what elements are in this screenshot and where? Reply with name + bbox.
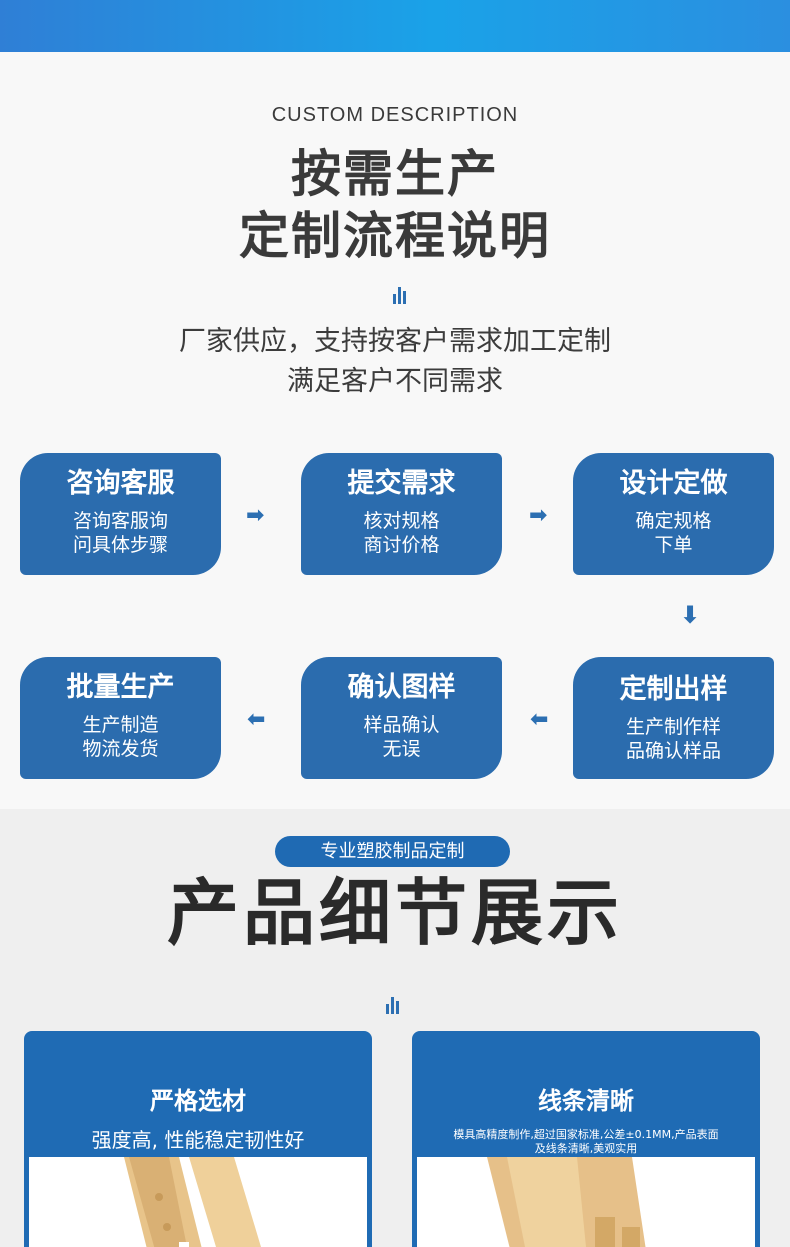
product-photo xyxy=(29,1157,367,1247)
page-title: 按需生产 定制流程说明 xyxy=(0,143,790,267)
top-banner xyxy=(0,0,790,52)
arrow-left-icon: ⬅ xyxy=(530,707,549,732)
arrow-right-icon: ➡ xyxy=(246,503,265,528)
panel-desc: 强度高, 性能稳定韧性好 xyxy=(91,1128,305,1152)
arrow-left-icon: ⬅ xyxy=(247,707,266,732)
title-line-2: 定制流程说明 xyxy=(239,207,551,265)
step-desc-2: 物流发货 xyxy=(82,738,159,760)
step-title: 咨询客服 xyxy=(66,468,175,499)
detail-panel-lines: 线条清晰 模具高精度制作,超过国家标准,公差±0.1MM,产品表面及线条清晰,美… xyxy=(412,1031,760,1247)
intro-line-1: 厂家供应，支持按客户需求加工定制 xyxy=(179,326,611,357)
panel-title: 线条清晰 xyxy=(538,1087,634,1115)
step-desc-1: 生产制造 xyxy=(82,714,159,736)
step-card-design: 设计定做 确定规格 下单 xyxy=(573,453,774,575)
intro-text: 厂家供应，支持按客户需求加工定制 满足客户不同需求 xyxy=(0,322,790,402)
product-photo xyxy=(417,1157,755,1247)
arrow-right-icon: ➡ xyxy=(529,503,548,528)
step-title: 定制出样 xyxy=(619,674,728,705)
step-desc-1: 样品确认 xyxy=(363,714,440,736)
step-desc-2: 问具体步骤 xyxy=(72,534,168,556)
details-title: 产品细节展示 xyxy=(166,871,623,955)
step-card-consult: 咨询客服 咨询客服询 问具体步骤 xyxy=(20,453,221,575)
step-desc-1: 确定规格 xyxy=(635,510,712,532)
step-title: 确认图样 xyxy=(347,672,456,703)
step-card-sample: 定制出样 生产制作样 品确认样品 xyxy=(573,657,774,779)
step-title: 提交需求 xyxy=(347,468,456,499)
step-desc-2: 下单 xyxy=(654,534,693,556)
title-line-1: 按需生产 xyxy=(291,145,499,203)
step-desc-2: 商讨价格 xyxy=(363,534,440,556)
intro-line-2: 满足客户不同需求 xyxy=(287,366,503,397)
step-title: 批量生产 xyxy=(66,672,175,703)
step-desc-2: 品确认样品 xyxy=(625,740,721,762)
bar-chart-icon xyxy=(393,286,411,304)
step-card-submit: 提交需求 核对规格 商讨价格 xyxy=(301,453,502,575)
category-badge: 专业塑胶制品定制 xyxy=(275,836,510,867)
arrow-down-icon: ⬇ xyxy=(680,601,701,629)
step-card-confirm: 确认图样 样品确认 无误 xyxy=(301,657,502,779)
detail-panel-material: 严格选材 强度高, 性能稳定韧性好 xyxy=(24,1031,372,1247)
step-card-mass-production: 批量生产 生产制造 物流发货 xyxy=(20,657,221,779)
step-desc-1: 核对规格 xyxy=(363,510,440,532)
panel-desc: 模具高精度制作,超过国家标准,公差±0.1MM,产品表面及线条清晰,美观实用 xyxy=(453,1128,719,1155)
panel-title: 严格选材 xyxy=(150,1087,246,1115)
step-desc-2: 无误 xyxy=(382,738,421,760)
step-title: 设计定做 xyxy=(619,468,728,499)
step-desc-1: 生产制作样 xyxy=(625,716,721,738)
bar-chart-icon xyxy=(386,996,404,1014)
section-eyebrow: CUSTOM DESCRIPTION xyxy=(271,104,519,126)
step-desc-1: 咨询客服询 xyxy=(72,510,168,532)
